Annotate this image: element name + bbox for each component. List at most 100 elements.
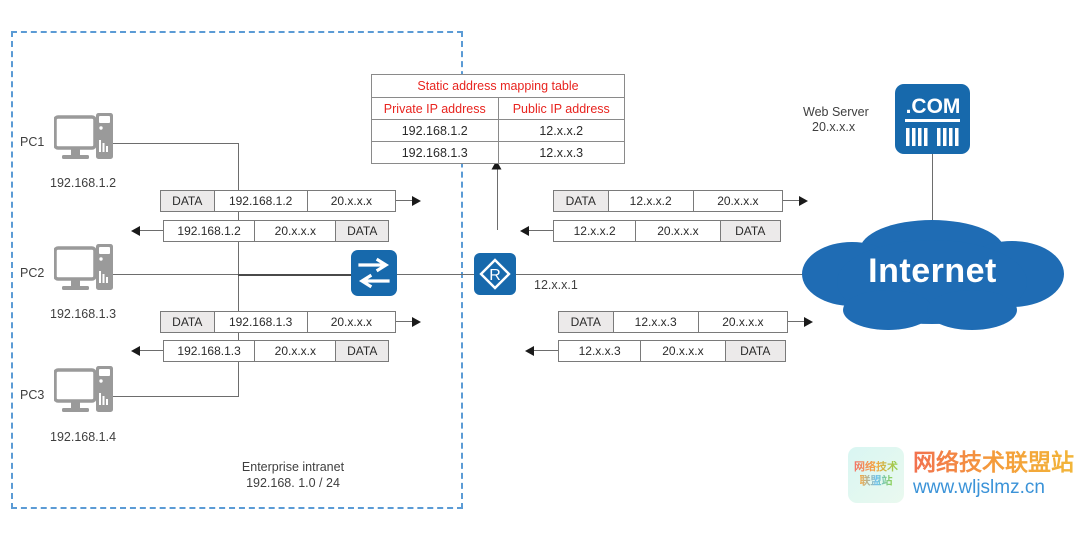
packet-arrow-line [783, 200, 799, 202]
arrow-right-icon [799, 196, 808, 206]
table-header-row: Private IP address Public IP address [372, 98, 624, 120]
link-switch-to-router [396, 274, 475, 276]
packet-cell-data: DATA [161, 191, 215, 211]
table-cell-public: 12.x.x.2 [539, 123, 584, 138]
pc1-ip: 192.168.1.2 [50, 176, 117, 190]
cloud-icon [800, 220, 1065, 336]
watermark-logo-icon: 网络技术 联盟站 [848, 447, 904, 503]
watermark-url: www.wljslmz.cn [913, 476, 1045, 498]
packet-cell-dst: 20.x.x.x [641, 341, 726, 361]
packet-outside-top-inbound: 12.x.x.2 20.x.x.x DATA [553, 220, 781, 242]
desktop-computer-icon [53, 366, 116, 423]
packet-cell-src: 192.168.1.2 [214, 191, 308, 211]
host-pc1: PC1 [20, 113, 116, 170]
packet-inside-bottom-inbound: 192.168.1.3 20.x.x.x DATA [163, 340, 389, 362]
packet-cell-data: DATA [161, 312, 215, 332]
arrow-left-icon [520, 226, 529, 236]
internet-cloud-label: Internet [868, 252, 997, 290]
packet-cell-src: 192.168.1.3 [164, 341, 256, 361]
watermark-logo-line1: 网络技术 [854, 461, 898, 474]
pc2-ip: 192.168.1.3 [50, 307, 117, 321]
network-switch [351, 250, 397, 301]
link-router-to-table [497, 168, 499, 230]
packet-arrow-line [140, 230, 163, 232]
packet-arrow-line [396, 321, 412, 323]
packet-cell-src: 12.x.x.2 [554, 221, 637, 241]
arrow-left-icon [131, 226, 140, 236]
watermark-logo-line2: 联盟站 [859, 475, 893, 487]
static-address-mapping-table: Static address mapping table Private IP … [371, 74, 625, 164]
table-header-private: Private IP address [372, 98, 499, 119]
packet-outside-top-outbound: DATA 12.x.x.2 20.x.x.x [553, 190, 783, 212]
host-pc2: PC2 [20, 244, 116, 301]
arrow-right-icon [412, 196, 421, 206]
link-pc2-to-switch [113, 274, 243, 276]
pc3-name: PC3 [20, 387, 45, 402]
packet-cell-dst: 20.x.x.x [307, 312, 395, 332]
intranet-boundary [11, 31, 463, 509]
link-webserver-to-cloud [932, 152, 934, 220]
packet-cell-src: 12.x.x.2 [608, 191, 694, 211]
pc3-ip: 192.168.1.4 [50, 430, 117, 444]
packet-cell-src: 12.x.x.3 [613, 312, 699, 332]
table-header-public: Public IP address [512, 101, 610, 116]
network-router: R [474, 253, 516, 300]
svg-text:R: R [489, 267, 501, 284]
table-row: 192.168.1.3 12.x.x.3 [372, 142, 624, 163]
web-server-label-line1: Web Server [803, 105, 869, 119]
table-cell-public: 12.x.x.3 [539, 145, 584, 160]
table-cell-private: 192.168.1.2 [372, 120, 499, 141]
packet-cell-dst: 20.x.x.x [255, 221, 337, 241]
packet-cell-src: 192.168.1.3 [214, 312, 308, 332]
arrow-right-icon [412, 317, 421, 327]
packet-cell-dst: 20.x.x.x [255, 341, 337, 361]
arrow-left-icon [525, 346, 534, 356]
packet-arrow-line [396, 200, 412, 202]
packet-outside-bottom-outbound: DATA 12.x.x.3 20.x.x.x [558, 311, 788, 333]
internet-cloud [800, 212, 1065, 332]
table-cell-private: 192.168.1.3 [372, 142, 499, 163]
packet-outside-bottom-inbound: 12.x.x.3 20.x.x.x DATA [558, 340, 786, 362]
packet-cell-dst: 20.x.x.x [307, 191, 395, 211]
table-title-row: Static address mapping table [372, 75, 624, 98]
table-row: 192.168.1.2 12.x.x.2 [372, 120, 624, 142]
host-pc3: PC3 [20, 366, 116, 423]
link-router-to-cloud [516, 274, 828, 276]
packet-cell-src: 192.168.1.2 [164, 221, 256, 241]
packet-inside-top-outbound: DATA 192.168.1.2 20.x.x.x [160, 190, 396, 212]
dot-com-server-icon: .COM [895, 84, 970, 158]
desktop-computer-icon [53, 244, 116, 301]
pc1-name: PC1 [20, 134, 45, 149]
packet-cell-dst: 20.x.x.x [698, 312, 787, 332]
packet-inside-bottom-outbound: DATA 192.168.1.3 20.x.x.x [160, 311, 396, 333]
svg-text:.COM: .COM [906, 95, 961, 118]
watermark: 网络技术 联盟站 网络技术联盟站 www.wljslmz.cn [848, 447, 1074, 503]
packet-arrow-line [534, 350, 558, 352]
packet-inside-top-inbound: 192.168.1.2 20.x.x.x DATA [163, 220, 389, 242]
packet-cell-dst: 20.x.x.x [693, 191, 782, 211]
web-server-label-line2: 20.x.x.x [812, 120, 856, 134]
table-title: Static address mapping table [417, 79, 579, 93]
arrow-left-icon [131, 346, 140, 356]
packet-cell-data: DATA [336, 221, 388, 241]
packet-cell-data: DATA [720, 221, 780, 241]
web-server: .COM [895, 84, 970, 159]
router-wan-ip: 12.x.x.1 [534, 278, 578, 292]
packet-cell-data: DATA [559, 312, 614, 332]
pc2-name: PC2 [20, 265, 45, 280]
packet-arrow-line [140, 350, 163, 352]
link-pc1-to-trunk [113, 143, 239, 145]
intranet-caption-line2: 192.168. 1.0 / 24 [246, 476, 340, 490]
trunk-vertical-lower [238, 274, 240, 397]
watermark-title: 网络技术联盟站 [913, 449, 1074, 476]
intranet-caption-line1: Enterprise intranet [241, 460, 345, 474]
desktop-computer-icon [53, 113, 116, 170]
router-icon: R [474, 253, 516, 299]
arrow-right-icon [804, 317, 813, 327]
packet-cell-data: DATA [336, 341, 388, 361]
packet-cell-dst: 20.x.x.x [636, 221, 721, 241]
switch-icon [351, 250, 397, 300]
packet-cell-data: DATA [554, 191, 609, 211]
link-trunk-to-switch [238, 274, 352, 276]
packet-arrow-line [788, 321, 804, 323]
